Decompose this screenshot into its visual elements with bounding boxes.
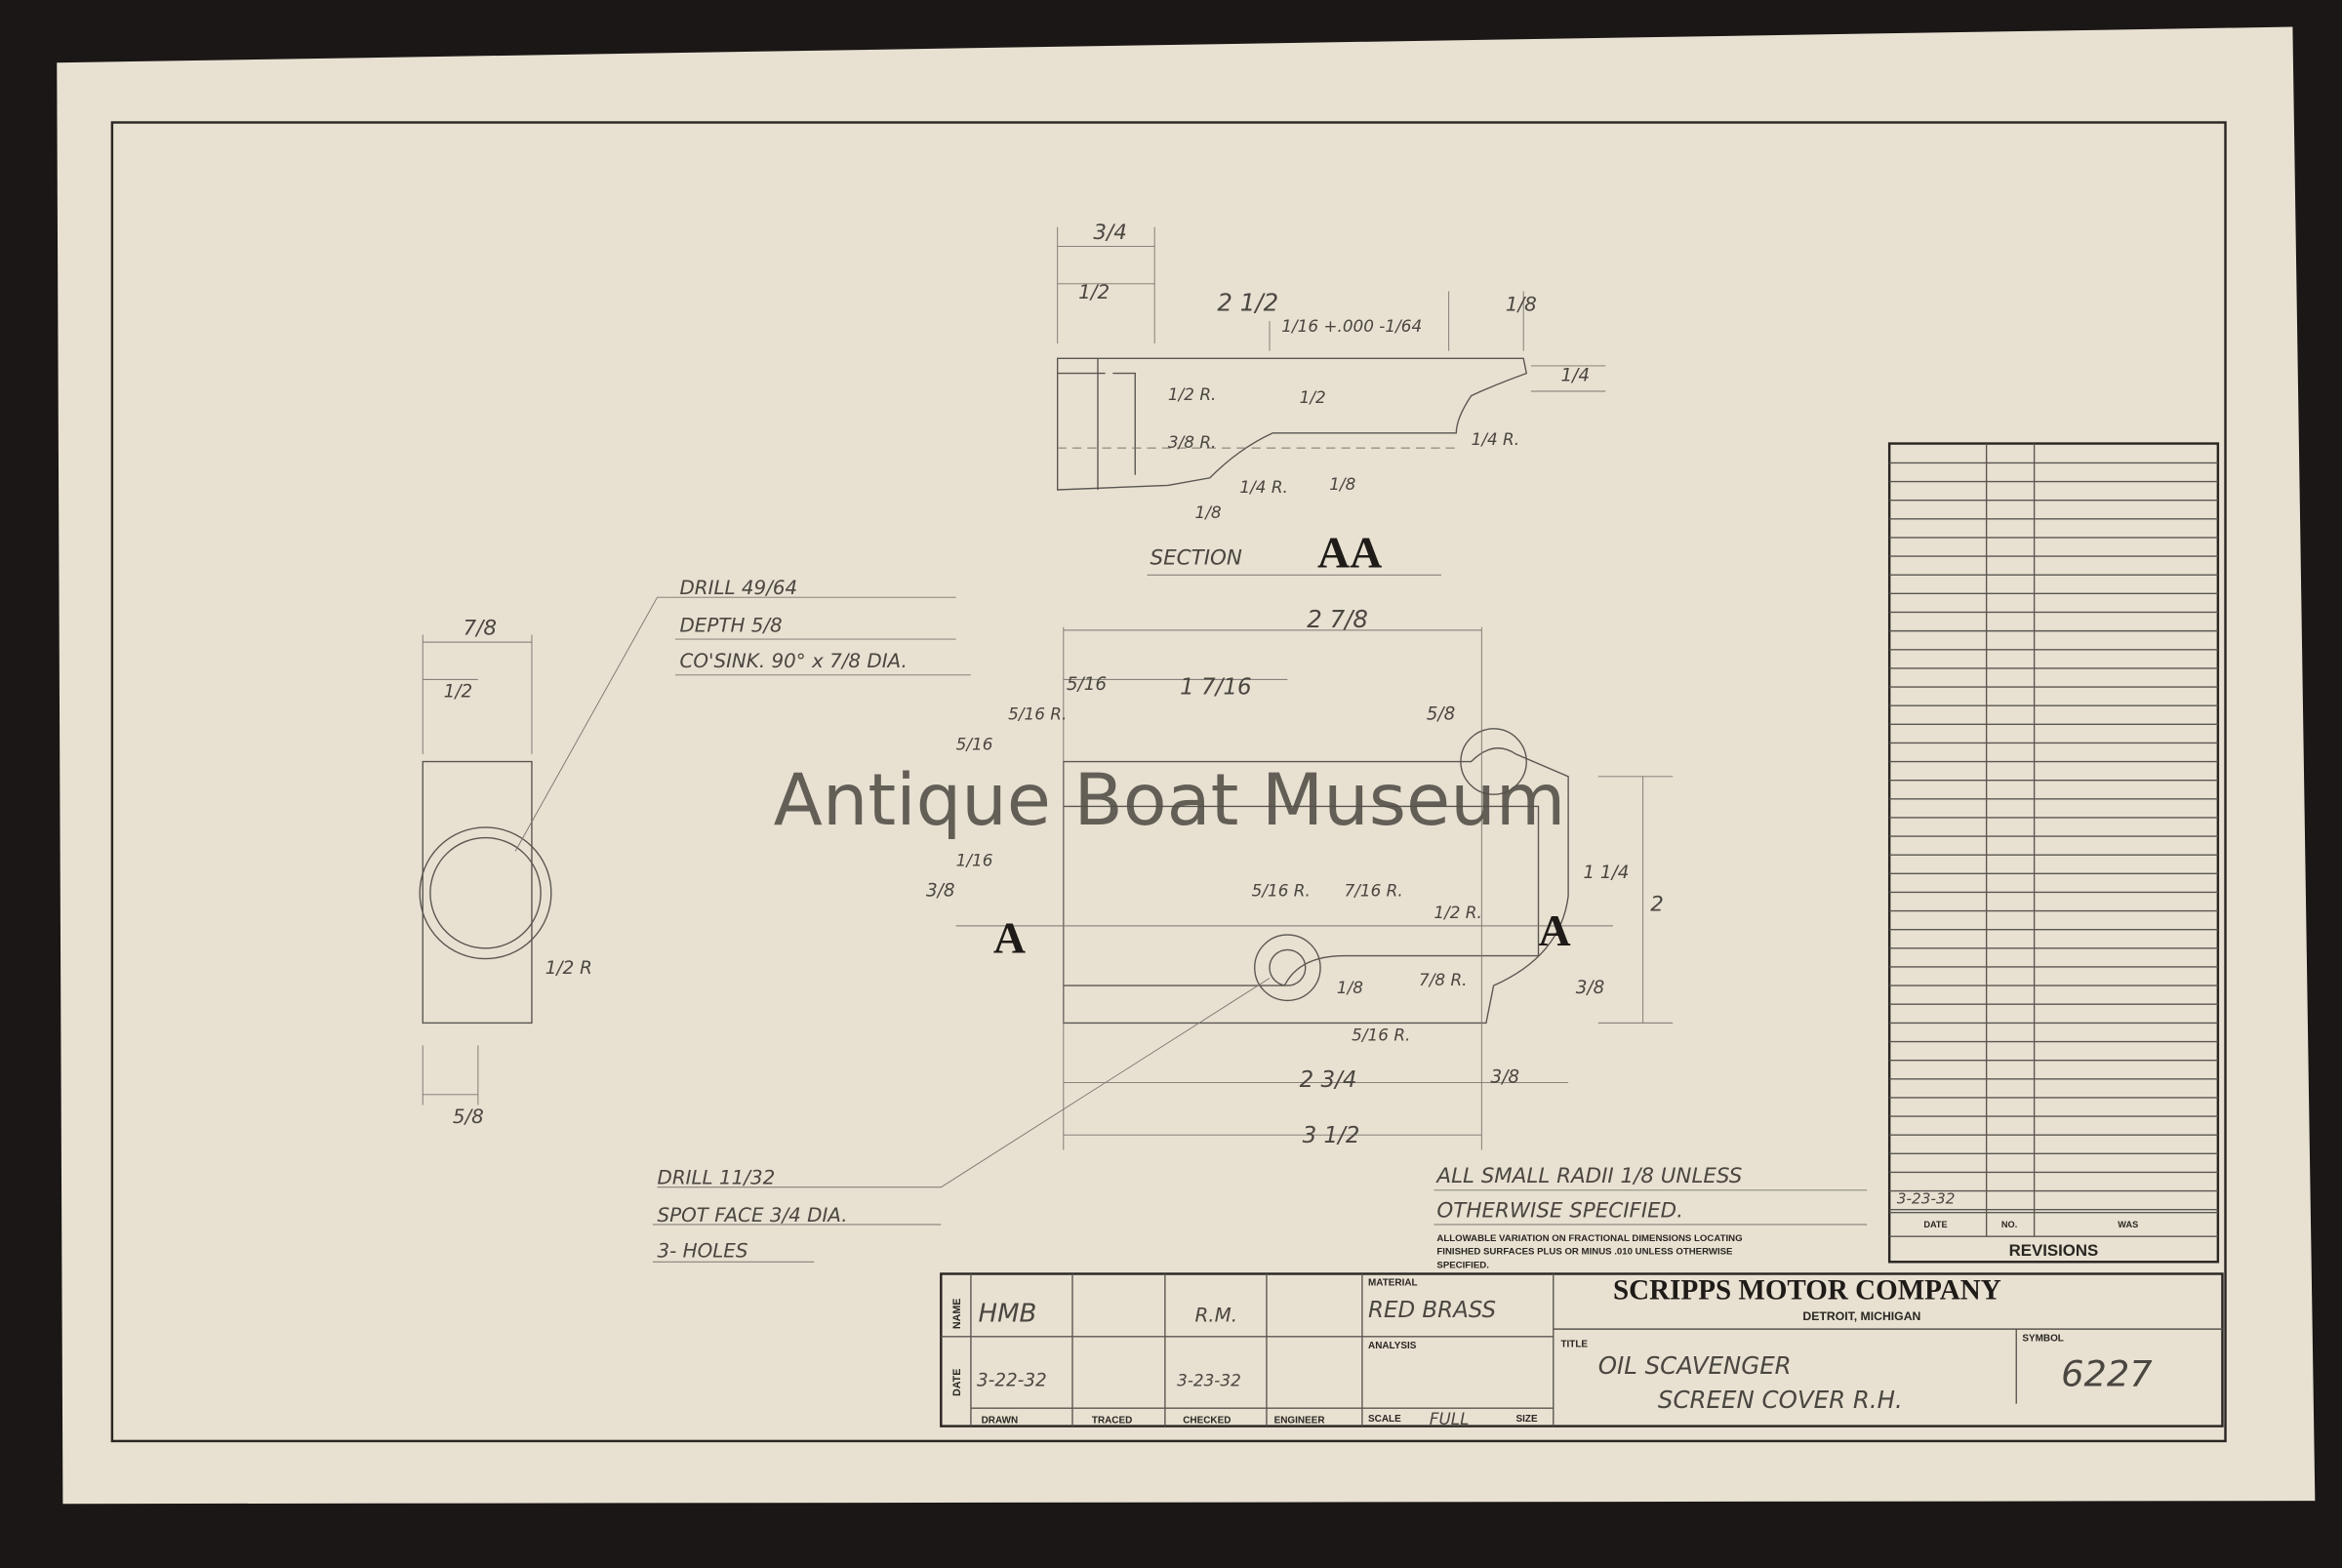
analysis-label: ANALYSIS [1368, 1341, 1417, 1351]
drill-note-line: CO'SINK. 90° x 7/8 DIA. [679, 650, 907, 672]
revisions-title: REVISIONS [2009, 1241, 2099, 1260]
revision-date: 3-23-32 [1897, 1190, 1956, 1208]
revisions-header-no: NO. [2001, 1220, 2017, 1229]
symbol-value: 6227 [2061, 1352, 2153, 1394]
section-letters: AA [1317, 528, 1382, 578]
dim-label: 1/2 R. [1433, 903, 1481, 922]
dim-label: 3/4 [1093, 221, 1126, 245]
drill-note-line: DRILL 11/32 [658, 1167, 776, 1189]
drawn-by: HMB [979, 1299, 1037, 1328]
dim-label: 1 7/16 [1180, 675, 1251, 701]
dim-label: 1/8 [1194, 503, 1221, 522]
checked-date: 3-23-32 [1177, 1370, 1241, 1389]
dim-label: 3/8 [1576, 978, 1605, 998]
dim-label: 1/4 R. [1472, 429, 1519, 449]
dim-label: 1/16 +.000 -1/64 [1281, 316, 1422, 336]
revisions-header-was: WAS [2118, 1220, 2138, 1229]
drill-note-line: 3- HOLES [658, 1240, 748, 1263]
section-aa-view: 3/4 1/2 2 1/2 1/16 +.000 -1/64 1/8 1/4 1… [1056, 221, 1606, 578]
section-word: SECTION [1151, 546, 1242, 571]
side-view: 7/8 1/2 1/2 R 5/8 DRILL 49/64 DEPTH 5/8 … [419, 577, 971, 1128]
dim-label: 1/8 [1329, 474, 1355, 494]
dim-label: 7/8 R. [1419, 970, 1467, 989]
drawing-border [110, 121, 2227, 1443]
plan-view: A A 2 7/8 5/16 1 7/16 5/16 R. 5/8 3/8 1 … [652, 605, 1674, 1263]
title-block: NAME DATE HMB R.M. 3-22-32 3-23-32 DRAWN… [940, 1272, 2224, 1428]
revisions-table: 3-23-32 DATE NO. WAS REVISIONS [1887, 442, 2220, 1264]
dim-label: 1/2 [1078, 281, 1110, 303]
tolerance-note: FINISHED SURFACES PLUS OR MINUS .010 UNL… [1436, 1247, 1733, 1258]
dim-label: 1/4 R. [1239, 477, 1287, 497]
dim-label: 5/16 R. [1008, 704, 1067, 724]
size-label: SIZE [1516, 1414, 1538, 1425]
drawing-title: SCREEN COVER R.H. [1658, 1386, 1903, 1414]
drill-note-line: DEPTH 5/8 [679, 614, 782, 636]
dim-label: 1/2 R [545, 958, 592, 979]
dim-label: 1/8 [1337, 978, 1363, 997]
scale-value: FULL [1430, 1409, 1470, 1428]
drawing-title: OIL SCAVENGER [1598, 1351, 1792, 1380]
tolerance-note: ALLOWABLE VARIATION ON FRACTIONAL DIMENS… [1436, 1233, 1742, 1244]
dim-label: 5/16 R. [1352, 1025, 1410, 1045]
material-label: MATERIAL [1368, 1278, 1418, 1289]
section-mark-a-left: A [993, 912, 1026, 962]
col-engineer: ENGINEER [1274, 1416, 1325, 1427]
material-value: RED BRASS [1368, 1298, 1496, 1323]
dim-label: 7/16 R. [1345, 880, 1403, 900]
col-checked: CHECKED [1183, 1416, 1231, 1427]
title-label: TITLE [1560, 1339, 1588, 1349]
dim-label: 3 1/2 [1303, 1123, 1360, 1148]
drawn-date: 3-22-32 [977, 1370, 1047, 1390]
dim-label: 2 7/8 [1307, 605, 1368, 633]
dim-label: 1/4 [1560, 365, 1590, 385]
checked-by: R.M. [1194, 1304, 1237, 1326]
row-label-name: NAME [951, 1299, 963, 1330]
dim-label: 1/2 R. [1168, 384, 1216, 404]
revisions-header-date: DATE [1923, 1220, 1947, 1229]
dim-label: 1 1/4 [1583, 863, 1629, 883]
paper [57, 26, 2316, 1505]
dim-label: 1/16 [956, 851, 993, 870]
company-name: SCRIPPS MOTOR COMPANY [1613, 1275, 2001, 1307]
company-location: DETROIT, MICHIGAN [1802, 1309, 1920, 1323]
col-traced: TRACED [1092, 1416, 1132, 1427]
dim-label: 3/8 R. [1168, 432, 1216, 452]
tolerance-note: SPECIFIED. [1436, 1260, 1489, 1270]
dim-label: 5/8 [1427, 704, 1456, 725]
symbol-label: SYMBOL [2022, 1333, 2064, 1344]
dim-label: 3/8 [926, 880, 955, 901]
drill-note-line: SPOT FACE 3/4 DIA. [658, 1204, 848, 1226]
dim-label: 7/8 [464, 616, 497, 640]
dim-label: 1/2 [444, 682, 473, 703]
drill-note-line: DRILL 49/64 [679, 577, 797, 599]
row-label-date: DATE [951, 1369, 963, 1396]
general-notes: ALL SMALL RADII 1/8 UNLESS OTHERWISE SPE… [1433, 1164, 1868, 1270]
dim-label: 2 [1650, 893, 1664, 917]
dim-label: 3/8 [1491, 1067, 1520, 1088]
dim-label: 2 3/4 [1300, 1067, 1357, 1093]
watermark: Antique Boat Museum [774, 759, 1566, 842]
col-drawn: DRAWN [982, 1416, 1019, 1427]
section-mark-a-right: A [1538, 905, 1570, 955]
radii-note: ALL SMALL RADII 1/8 UNLESS [1434, 1164, 1742, 1188]
radii-note: OTHERWISE SPECIFIED. [1436, 1198, 1683, 1223]
dim-label: 5/16 [1067, 674, 1107, 695]
dim-label: 5/8 [453, 1106, 484, 1128]
dim-label: 1/2 [1300, 387, 1326, 407]
scale-label: SCALE [1368, 1414, 1401, 1425]
dim-label: 5/16 R. [1252, 880, 1311, 900]
dim-label: 5/16 [956, 734, 993, 753]
dim-label: 2 1/2 [1217, 288, 1278, 316]
dim-label: 1/8 [1506, 293, 1537, 315]
